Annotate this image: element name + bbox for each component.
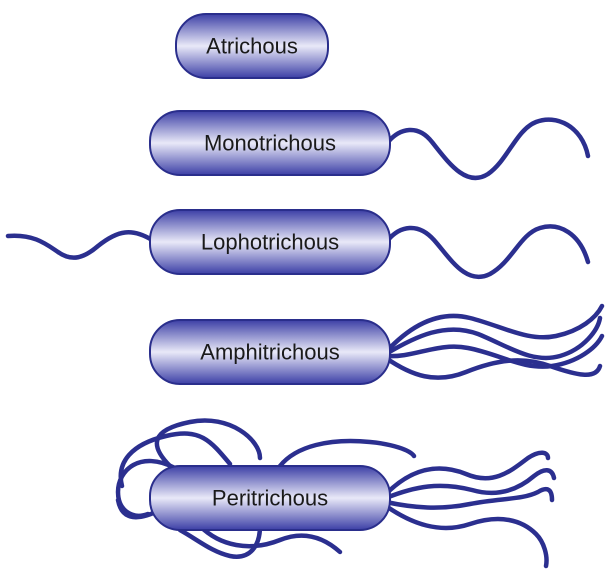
amphitrichous-label: Amphitrichous <box>200 340 339 365</box>
monotrichous-flagellum <box>388 120 588 178</box>
lophotrichous-left-flagellum <box>8 232 152 257</box>
peritrichous-flagellum-top-4 <box>280 441 414 466</box>
atrichous-label: Atrichous <box>206 34 298 59</box>
peritrichous-label: Peritrichous <box>212 486 328 511</box>
peritrichous-bacterium: Peritrichous <box>118 421 554 566</box>
amphitrichous-flagellum-1 <box>386 306 602 352</box>
peritrichous-flagellum-right-4 <box>386 506 547 566</box>
amphitrichous-bacterium: Amphitrichous <box>150 306 602 384</box>
lophotrichous-bacterium: Lophotrichous <box>8 210 588 277</box>
lophotrichous-right-flagellum <box>388 226 588 276</box>
lophotrichous-label: Lophotrichous <box>201 230 339 255</box>
monotrichous-bacterium: Monotrichous <box>150 111 588 178</box>
atrichous-bacterium: Atrichous <box>176 14 328 78</box>
monotrichous-label: Monotrichous <box>204 131 336 156</box>
